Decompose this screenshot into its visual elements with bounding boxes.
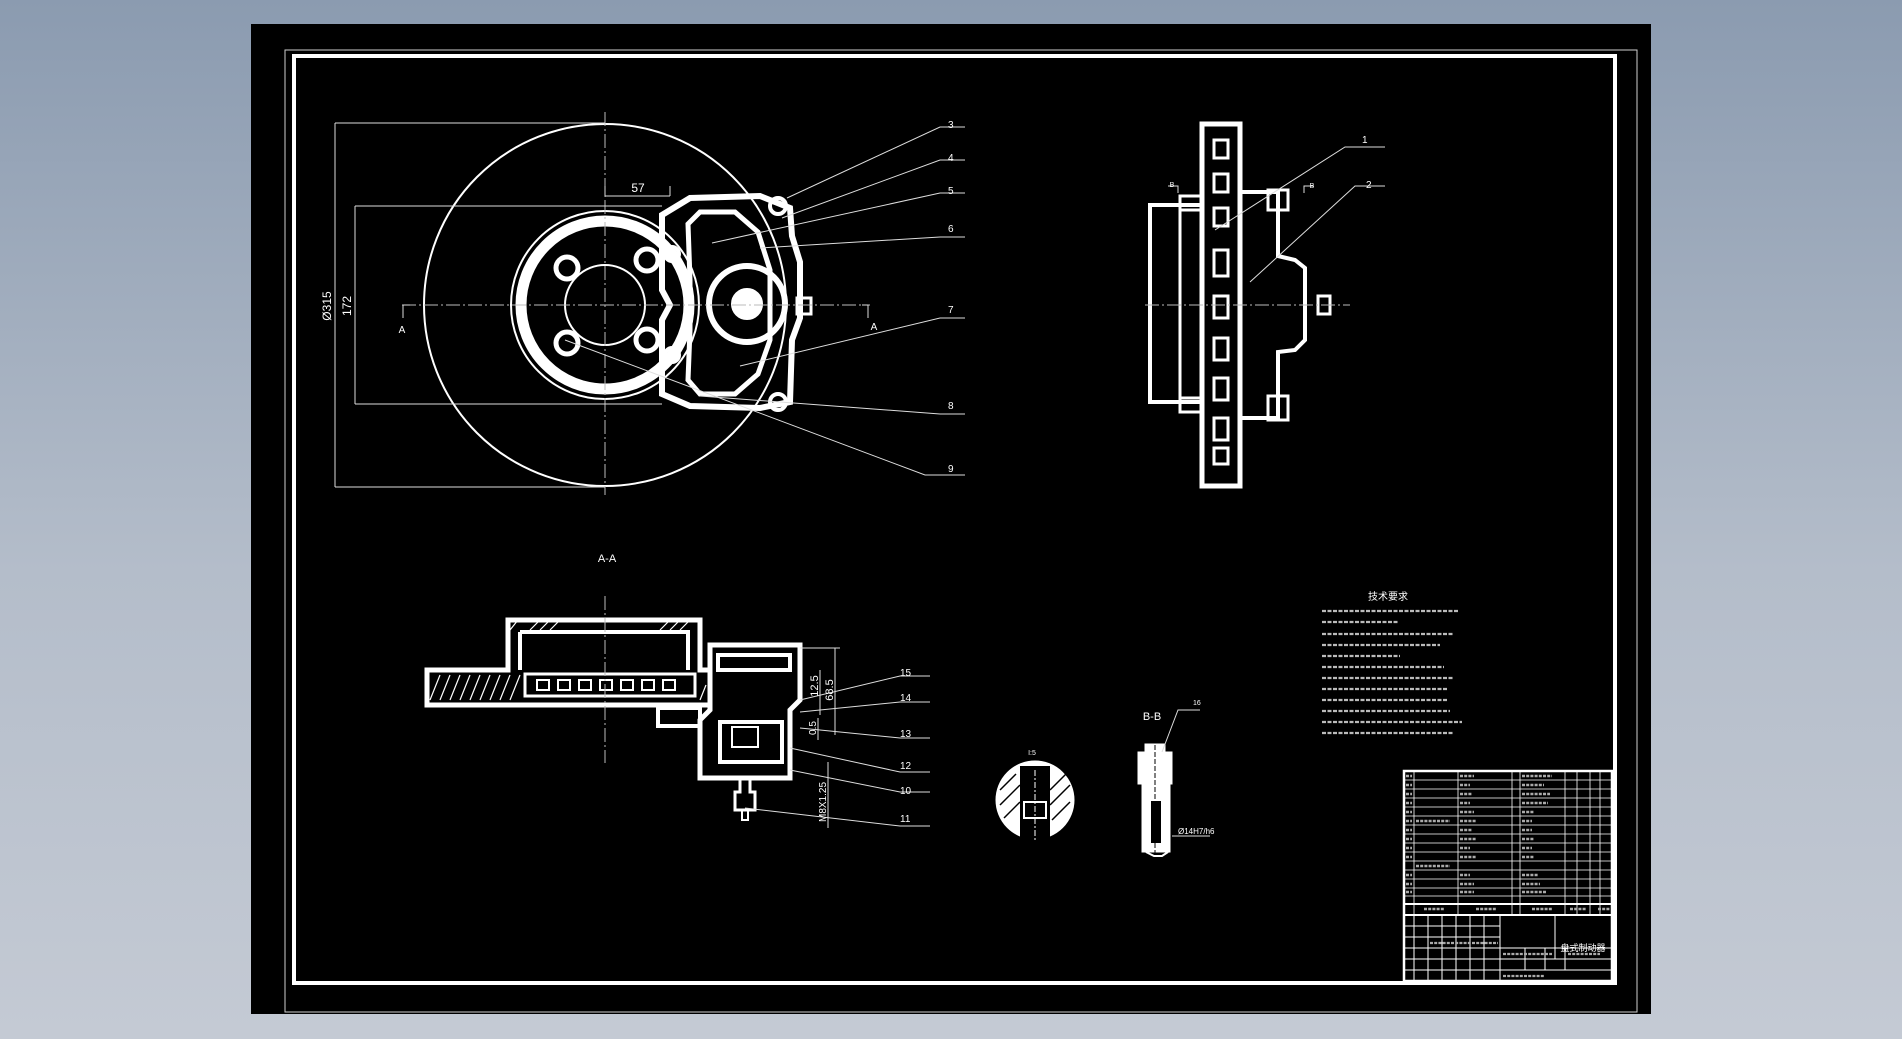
title-area-entries (1430, 941, 1600, 978)
section-aa-callouts: 15 14 13 12 10 11 (900, 668, 912, 825)
ventilation-slots (1212, 138, 1230, 466)
section-bb-title: B-B (1143, 711, 1161, 723)
section-bb-view (1137, 738, 1173, 860)
detail-i-label: I:5 (1028, 750, 1036, 757)
caliper-section (697, 642, 803, 781)
callout-16: 16 (1193, 700, 1201, 707)
callout-4: 4 (948, 153, 954, 164)
side-callout-1: 1 (1362, 135, 1368, 146)
fit-note: Ø14H7/h6 (1178, 827, 1215, 836)
hub-flange (1148, 203, 1202, 404)
dim-68-5: 68.5 (824, 679, 836, 700)
callout-15: 15 (900, 668, 912, 679)
dim-12-5: 12.5 (809, 675, 821, 696)
section-mark-b-right: B (1310, 183, 1315, 190)
section-aa-dimensions (744, 647, 930, 828)
dim-inner-height: 172 (340, 296, 354, 316)
dim-0-5: 0.5 (808, 721, 819, 735)
callout-6: 6 (948, 224, 954, 235)
front-view-leaders (564, 126, 965, 476)
front-view-dimensions (334, 122, 869, 488)
parts-list-entries (1406, 774, 1610, 911)
title-block-drawing-name: 盘式制动器 (1560, 942, 1605, 953)
caliper-body (659, 192, 803, 412)
title-block (1402, 769, 1614, 983)
dim-outer-diameter: Ø315 (320, 291, 334, 321)
hub-profile (424, 617, 713, 708)
callout-10: 10 (900, 786, 912, 797)
bolt-hole (553, 329, 581, 357)
disc-vent-marks (536, 679, 676, 691)
drawing-sheet (251, 24, 1651, 1014)
front-view-centerlines (402, 112, 870, 495)
tech-req-text-lines (1322, 609, 1462, 735)
detail-i-view (995, 760, 1075, 840)
title-area-grid (1404, 915, 1612, 981)
bleed-screw (733, 778, 757, 812)
section-aa-view (424, 617, 803, 821)
bolt-hole (633, 246, 661, 274)
front-view-callouts: 3 4 5 6 7 8 9 (948, 120, 954, 475)
callout-13: 13 (900, 729, 912, 740)
section-aa-title: A-A (598, 553, 617, 565)
callout-3: 3 (948, 120, 954, 131)
callout-11: 11 (900, 814, 911, 825)
section-bb-leaders (1161, 709, 1210, 837)
side-callout-2: 2 (1366, 180, 1372, 191)
parts-list-grid (1404, 771, 1612, 915)
hatching (429, 619, 707, 701)
section-mark-a-left: A (399, 325, 406, 336)
callout-7: 7 (948, 305, 954, 316)
bolt-hole (633, 326, 661, 354)
dim-offset-57: 57 (631, 181, 645, 195)
bolt-hole (553, 254, 581, 282)
callout-9: 9 (948, 464, 954, 475)
section-mark-a-right: A (871, 322, 878, 333)
tech-req-title: 技术要求 (1368, 590, 1408, 603)
callout-14: 14 (900, 693, 912, 704)
caliper-piston (706, 263, 788, 345)
dim-thread-m8: M8X1.25 (818, 782, 829, 822)
callout-5: 5 (948, 186, 954, 197)
side-view-leaders (1168, 146, 1385, 283)
section-mark-b-left: B (1170, 182, 1175, 189)
callout-12: 12 (900, 761, 912, 772)
caliper-side (1240, 190, 1307, 420)
callout-8: 8 (948, 401, 954, 412)
